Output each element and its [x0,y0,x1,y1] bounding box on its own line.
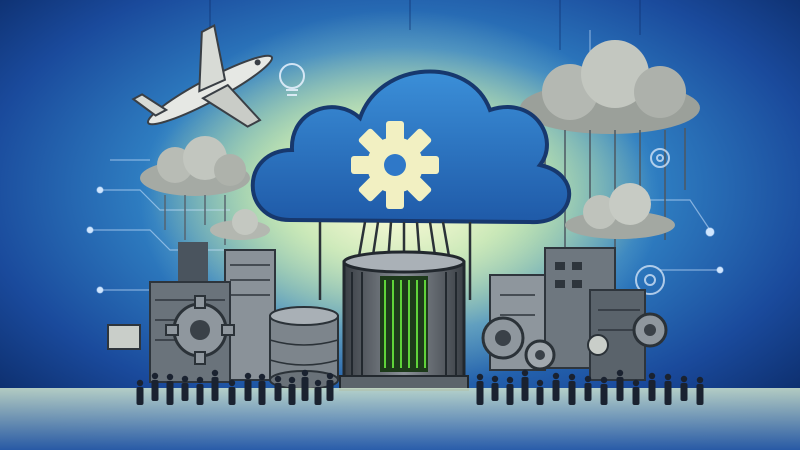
person-silhouette [166,373,174,405]
people-silhouette-icon [136,369,704,405]
person-silhouette [568,373,576,405]
person-silhouette [288,376,296,405]
gear-icon-left [165,295,235,365]
person-silhouette [244,372,252,401]
monitor-icon [107,324,141,350]
storm-cloud-right-lower [565,183,675,239]
ground [0,388,800,450]
person-silhouette [584,375,592,401]
person-silhouette [258,373,266,405]
person-silhouette [616,369,624,401]
person-silhouette [211,369,219,401]
storm-cloud-right [520,40,700,260]
person-silhouette [151,372,159,401]
person-silhouette [301,369,309,401]
person-silhouette [536,379,544,405]
person-silhouette [696,376,704,405]
airplane-icon [131,23,274,128]
person-silhouette [196,376,204,405]
lightbulb-icon [279,63,305,96]
cloud-icon [250,69,572,225]
gear-icon [351,121,439,209]
person-silhouette [648,372,656,401]
person-silhouette [521,369,529,401]
person-silhouette [181,375,189,401]
person-silhouette [506,376,514,405]
person-silhouette [491,375,499,401]
person-silhouette [274,375,282,401]
person-silhouette [314,379,322,405]
person-silhouette [476,373,484,405]
gear-icon-right [481,312,668,371]
person-silhouette [228,379,236,405]
person-silhouette [600,376,608,405]
person-silhouette [136,379,144,405]
person-silhouette [680,375,688,401]
server-rack-icon [339,250,469,391]
small-cloud-center-left [210,209,270,240]
person-silhouette [552,372,560,401]
small-gear-icon [635,148,670,295]
person-silhouette [326,372,334,401]
storm-cloud-left [140,136,250,245]
person-silhouette [632,379,640,405]
circuit-lines-right [589,30,724,274]
person-silhouette [664,373,672,405]
